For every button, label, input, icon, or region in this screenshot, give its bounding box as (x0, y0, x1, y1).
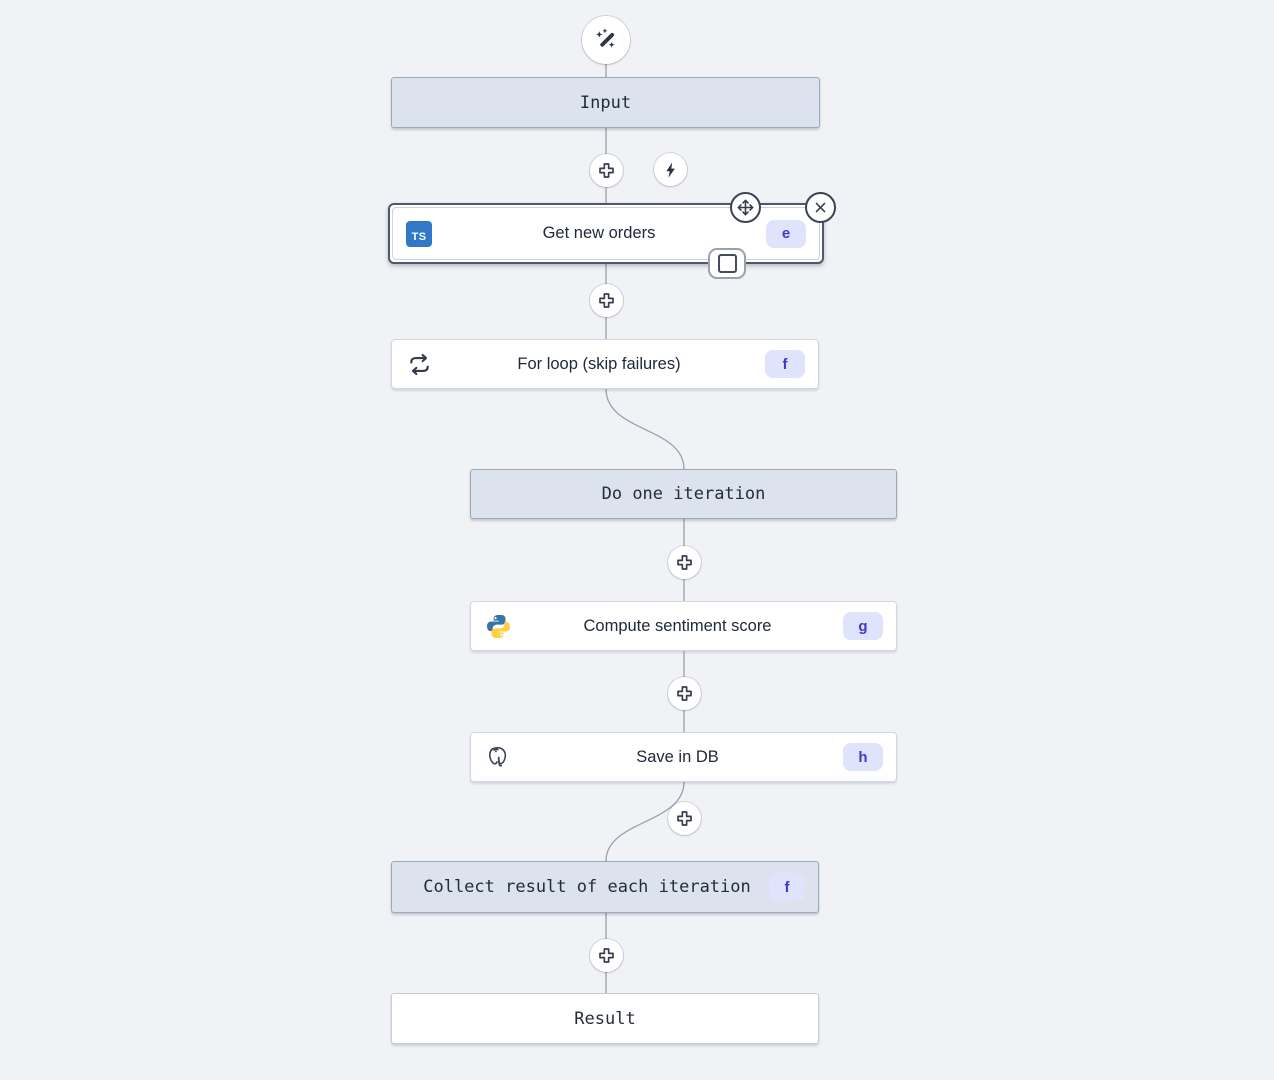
node-collect-result-label: Collect result of each iteration (423, 877, 751, 897)
node-for-loop[interactable]: For loop (skip failures) f (391, 339, 819, 389)
node-save-in-db-label: Save in DB (636, 747, 719, 766)
node-compute-sentiment[interactable]: Compute sentiment score g (470, 601, 897, 651)
plus-icon (599, 293, 614, 308)
trigger-button[interactable] (654, 153, 687, 186)
node-input-label: Input (579, 92, 632, 113)
add-step-button-4[interactable] (668, 677, 701, 710)
node-save-in-db[interactable]: Save in DB h (470, 732, 897, 782)
node-get-new-orders-body: TS Get new orders e (392, 207, 820, 260)
edge-save-collect (605, 781, 685, 862)
step-id-badge-h: h (843, 743, 883, 771)
node-do-one-iteration[interactable]: Do one iteration (470, 469, 897, 519)
node-input[interactable]: Input (391, 77, 820, 128)
postgresql-icon (484, 743, 512, 771)
step-id-badge-f2: f (769, 873, 805, 901)
add-step-button-2[interactable] (590, 284, 623, 317)
lightning-icon (665, 161, 675, 178)
typescript-icon-label: TS (411, 230, 427, 243)
python-icon (484, 612, 512, 640)
move-icon (737, 199, 754, 216)
plus-icon (599, 163, 614, 178)
ai-flow-button[interactable] (582, 16, 630, 64)
checkbox-square-icon (717, 254, 737, 273)
plus-icon (677, 555, 692, 570)
edge-forloop-iteration (605, 388, 685, 470)
add-step-button-6[interactable] (590, 939, 623, 972)
typescript-icon: TS (406, 220, 432, 247)
node-compute-sentiment-label: Compute sentiment score (583, 616, 772, 635)
node-result[interactable]: Result (391, 993, 819, 1044)
plus-icon (677, 686, 692, 701)
add-step-button-5[interactable] (668, 802, 701, 835)
node-get-new-orders-label: Get new orders (542, 224, 656, 242)
plus-icon (677, 811, 692, 826)
node-result-label: Result (574, 1008, 636, 1029)
step-id-badge-e: e (766, 219, 806, 248)
node-select-checkbox[interactable] (708, 248, 746, 279)
add-step-button-top[interactable] (590, 154, 623, 187)
delete-node-button[interactable] (805, 192, 836, 223)
step-id-badge-f: f (765, 350, 805, 378)
move-node-button[interactable] (730, 192, 761, 223)
step-id-badge-g: g (843, 612, 883, 640)
node-for-loop-label: For loop (skip failures) (517, 354, 681, 373)
loop-icon (405, 350, 433, 378)
wand-sparkles-icon (595, 27, 615, 48)
node-collect-result[interactable]: Collect result of each iteration f (391, 861, 819, 913)
node-do-one-iteration-label: Do one iteration (601, 484, 766, 504)
plus-icon (599, 948, 614, 963)
close-icon (815, 202, 826, 213)
add-step-button-3[interactable] (668, 546, 701, 579)
